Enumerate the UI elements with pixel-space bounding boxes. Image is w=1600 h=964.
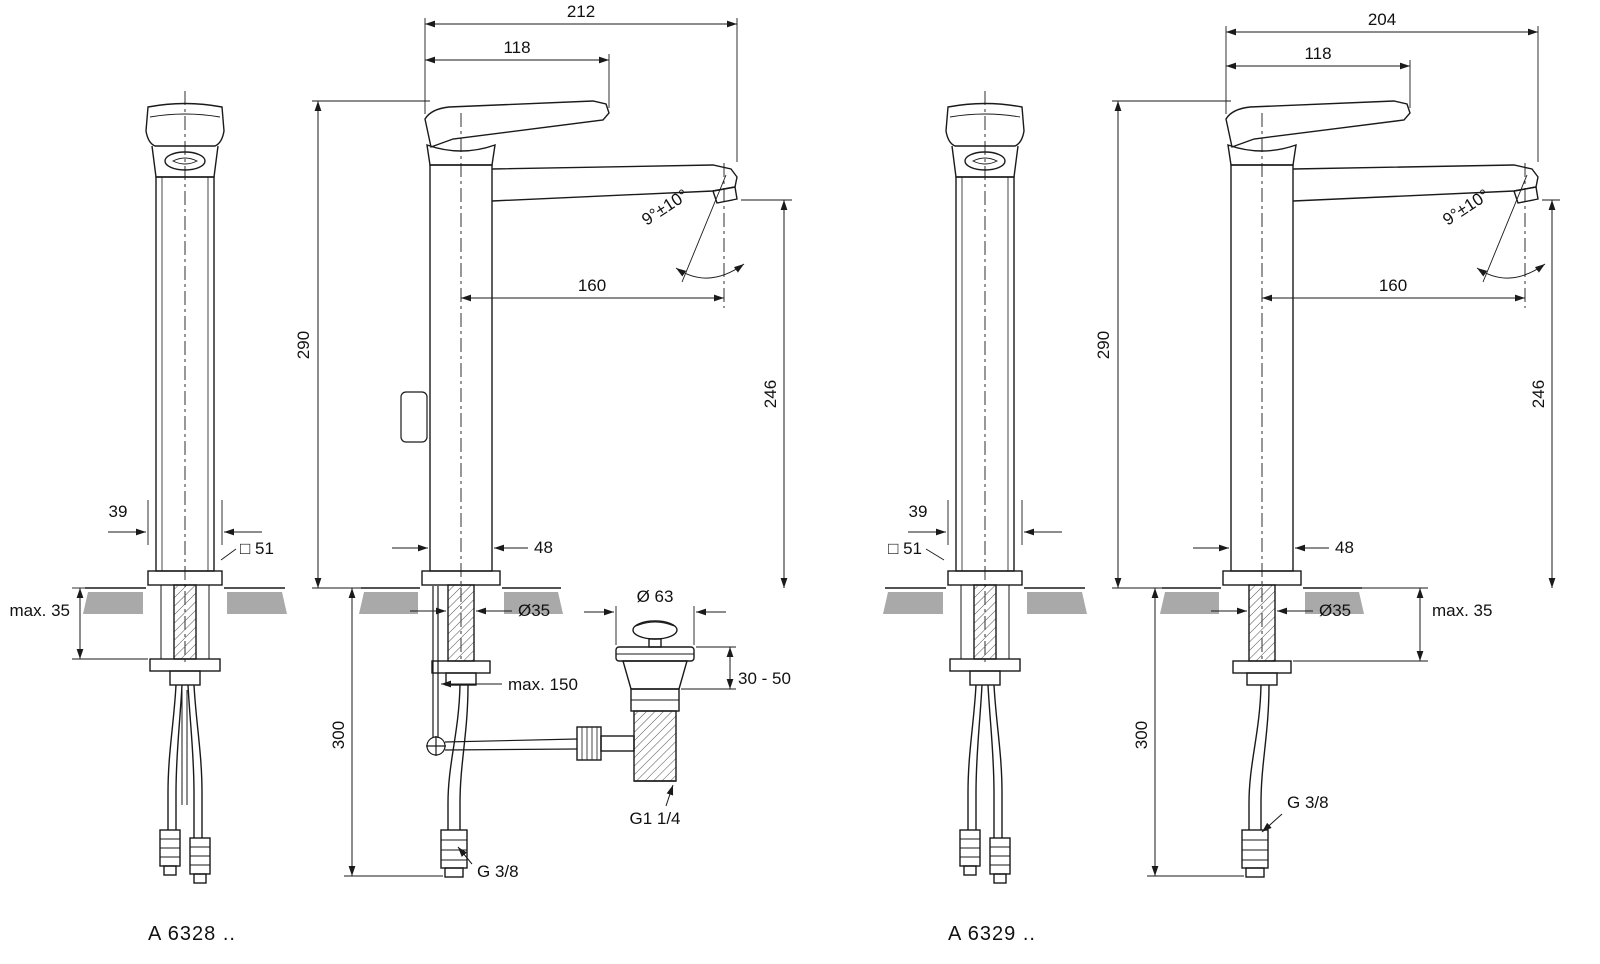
dim-spout-height: 246 [761,380,780,408]
dim-handle-width: 39 [109,502,128,521]
dim-handle-length: 118 [503,38,530,57]
body-clip-detail [400,391,428,443]
dim-height: 290 [294,331,313,359]
dim-waste-range: 30 - 50 [738,669,791,688]
dim-hole-diameter: Ø35 [518,601,550,620]
dim-hole-diameter: Ø35 [1319,601,1351,620]
dim-spout-reach: 160 [578,276,606,295]
side-view-a6329 [1159,100,1539,878]
dim-body-square: □ 51 [888,539,922,558]
dim-overall-width: 204 [1368,10,1396,29]
dim-hose-length: 300 [329,721,348,749]
dim-angle: 9°±10° [638,185,691,229]
pop-up-waste [576,620,695,782]
front-popup-rod [181,690,188,805]
dim-counter-max: max. 35 [10,601,70,620]
dim-body-square: □ 51 [240,539,274,558]
dim-spout-height: 246 [1529,380,1548,408]
dim-handle-length: 118 [1304,44,1331,63]
dim-spout-reach: 160 [1379,276,1407,295]
dim-angle: 9°±10° [1439,185,1492,229]
model-label-a6328: A 6328 .. [148,923,236,945]
dim-hose-length: 300 [1132,721,1151,749]
dim-overall-width: 212 [567,2,595,21]
model-a6329-drawing: 204 118 290 160 246 9°±10° [882,10,1560,945]
dim-waste-thread: G1 1/4 [629,809,680,828]
dim-counter-max: max. 35 [1432,601,1492,620]
dim-height: 290 [1094,331,1113,359]
dimensions-a6328: 212 118 290 160 246 9°±10° [10,2,792,881]
dim-hose-thread: G 3/8 [1287,793,1329,812]
dim-base-width: 48 [534,538,553,557]
model-label-a6329: A 6329 .. [948,923,1036,945]
model-a6328-drawing: 212 118 290 160 246 9°±10° [10,2,792,945]
dim-handle-width: 39 [909,502,928,521]
dimensions-a6329: 204 118 290 160 246 9°±10° [888,10,1560,877]
front-view-a6328 [82,90,288,884]
dim-hose-thread: G 3/8 [477,862,519,881]
dim-base-width: 48 [1335,538,1354,557]
dim-rod-max: max. 150 [508,675,578,694]
side-view-a6328 [358,100,738,878]
dim-waste-flange: Ø 63 [637,587,674,606]
front-view-a6329 [882,90,1088,884]
